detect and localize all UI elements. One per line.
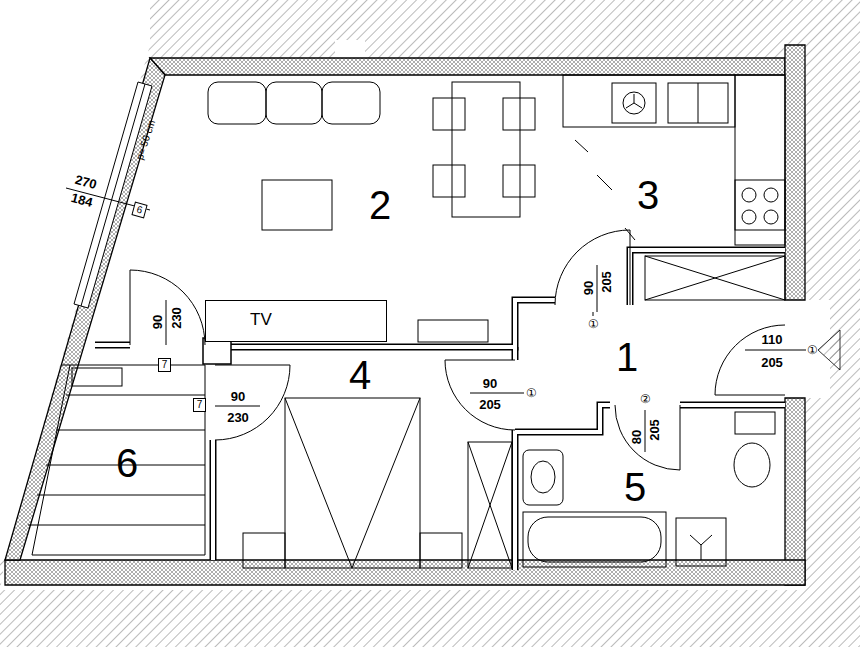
room-number: 1 — [616, 337, 638, 377]
room-number: 3 — [637, 175, 659, 215]
dimension-label: 205 — [479, 398, 501, 411]
dimension-label: ② — [640, 393, 651, 405]
dimension-label: 90 — [151, 315, 164, 329]
dimension-label: 80 — [630, 430, 643, 444]
door-tag: 7 — [193, 398, 206, 412]
dimension-label: 90 — [483, 377, 497, 390]
interior-walls — [95, 250, 785, 570]
dimension-label: 90 — [582, 281, 595, 295]
node-text: 7 — [162, 360, 168, 370]
room-number: 2 — [369, 185, 391, 225]
room-number: 5 — [624, 467, 646, 507]
door-tag: 7 — [158, 358, 171, 372]
stairs — [28, 365, 205, 555]
dimension-lines — [166, 265, 806, 452]
dimension-label: ① — [588, 318, 599, 330]
dimension-label: 205 — [761, 356, 783, 369]
outer-walls — [5, 45, 805, 585]
node-text: 6 — [136, 204, 144, 215]
dimension-label: ① — [526, 387, 537, 399]
dimension-label: 205 — [600, 271, 613, 293]
dimension-label: 205 — [648, 419, 661, 441]
tv-unit: TV — [205, 300, 387, 342]
dimension-label: 110 — [762, 333, 783, 346]
entrance-marker — [818, 330, 840, 370]
dimension-label: 230 — [227, 411, 249, 424]
dimension-label: ① — [807, 344, 818, 356]
dimension-label: 90 — [231, 390, 245, 403]
door-swings — [130, 230, 785, 470]
building-ground — [0, 40, 830, 590]
node-text: 7 — [197, 400, 203, 410]
dimension-label: 230 — [170, 307, 183, 329]
node-text: TV — [250, 311, 272, 328]
furniture — [72, 75, 785, 568]
room-number: 4 — [349, 355, 371, 395]
room-number: 6 — [116, 443, 138, 483]
